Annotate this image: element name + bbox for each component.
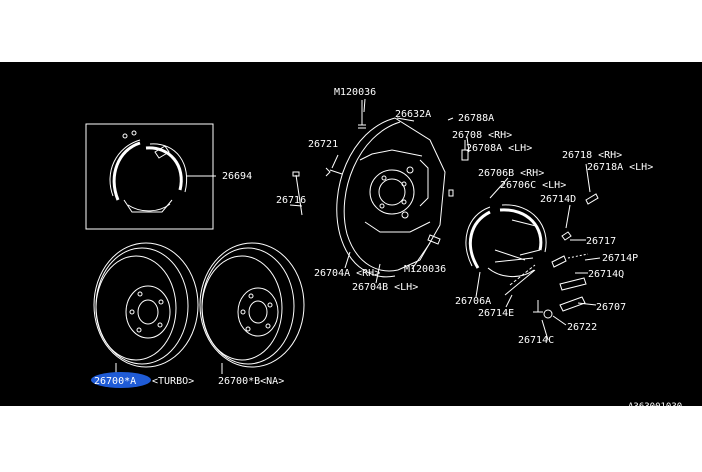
label-26708: 26708 <RH> <box>452 130 512 141</box>
brake-disc-na <box>199 242 305 374</box>
label-26700a[interactable]: 26700*A <box>94 376 136 387</box>
label-26717: 26717 <box>586 236 616 247</box>
label-26714d: 26714D <box>540 194 576 205</box>
part-labels: M120036 26632A 26788A 26708 <RH> 26708A … <box>91 87 682 412</box>
leader-lines <box>289 98 601 341</box>
label-m120036-top: M120036 <box>334 87 376 98</box>
label-26721: 26721 <box>308 139 338 150</box>
hardware-fasteners <box>292 100 469 245</box>
label-26706b: 26706B <RH> <box>478 168 544 179</box>
label-26706c: 26706C <LH> <box>500 180 566 191</box>
label-26714p: 26714P <box>602 253 638 264</box>
parking-brake-shoes-kit-drawing <box>109 130 216 213</box>
highlight-marker <box>91 372 151 388</box>
label-26718a: 26718A <LH> <box>587 162 653 173</box>
label-m120036-bottom: M120036 <box>404 264 446 275</box>
label-26714e: 26714E <box>478 308 514 319</box>
figure-code: A363001030 <box>628 402 682 412</box>
parking-brake-shoes <box>465 204 547 296</box>
label-26632a: 26632A <box>395 109 431 120</box>
label-26700b[interactable]: 26700*B<NA> <box>218 376 284 387</box>
label-26700a-turbo: <TURBO> <box>152 376 194 387</box>
label-26718: 26718 <RH> <box>562 150 622 161</box>
label-26706a: 26706A <box>455 296 491 307</box>
brake-disc-turbo <box>93 242 199 374</box>
label-26707: 26707 <box>596 302 626 313</box>
diagram-background <box>0 62 702 406</box>
label-26694: 26694 <box>222 171 252 182</box>
backing-plate <box>336 117 446 278</box>
adjuster-springs <box>533 193 599 319</box>
label-26704a: 26704A <RH> <box>314 268 380 279</box>
label-26708a: 26708A <LH> <box>466 143 532 154</box>
label-26714c: 26714C <box>518 335 554 346</box>
label-26788a: 26788A <box>458 113 494 124</box>
label-26714q: 26714Q <box>588 269 624 280</box>
label-26704b: 26704B <LH> <box>352 282 418 293</box>
label-26722: 26722 <box>567 322 597 333</box>
label-26716: 26716 <box>276 195 306 206</box>
